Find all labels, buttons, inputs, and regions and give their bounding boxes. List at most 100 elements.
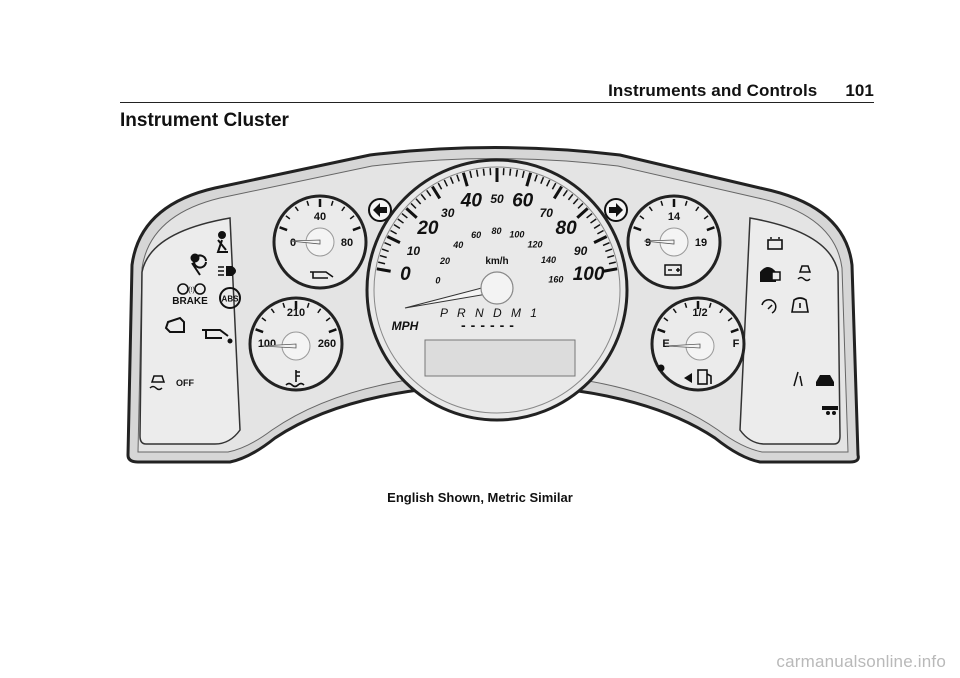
headlamp-icon — [218, 266, 236, 276]
gauge-tick — [663, 317, 669, 322]
oil-can-icon — [202, 329, 233, 344]
running-header: Instruments and Controls 101 — [120, 80, 874, 103]
abs-warning-icon: ABS — [219, 287, 241, 309]
mph-tick-label: 90 — [574, 244, 588, 258]
gauge-tick — [633, 226, 642, 232]
trailer-icon — [822, 406, 838, 415]
speedometer-minor-tick — [469, 170, 473, 179]
speedometer-minor-tick — [540, 176, 545, 184]
speedometer-major-tick — [576, 207, 589, 219]
gauge-tick — [639, 215, 645, 220]
gauge-tick — [279, 226, 288, 232]
oil-pressure-icon — [310, 271, 334, 279]
gear-dash-indicator: ------ — [461, 317, 519, 333]
speedometer-major-tick — [552, 185, 563, 200]
speedometer-minor-tick — [605, 248, 613, 253]
tire-pressure-icon — [791, 297, 809, 313]
mph-tick-label: 70 — [540, 206, 554, 220]
gauge-tick — [648, 206, 653, 212]
kmh-tick-label: 140 — [541, 255, 556, 265]
lane-departure-icon — [793, 371, 803, 387]
gauge-tick — [672, 308, 677, 314]
kmh-tick-label: 60 — [471, 230, 481, 240]
speedometer-minor-tick — [515, 169, 519, 177]
gauge-tick — [730, 328, 739, 334]
speedometer-minor-tick — [562, 189, 568, 197]
fuel-door-arrow-icon — [684, 373, 692, 383]
speedometer-major-tick — [405, 207, 418, 219]
page-number: 101 — [845, 81, 874, 100]
speedometer-major-tick — [603, 267, 618, 273]
gauge-tick — [261, 317, 267, 322]
gauge-tick — [294, 206, 299, 212]
speedometer-minor-tick — [567, 193, 574, 201]
gauge-tick — [282, 302, 286, 308]
fuel-gauge: E 1/2 F — [650, 296, 746, 392]
gauge-tick — [684, 302, 688, 308]
speedometer-minor-tick — [426, 189, 432, 197]
kmh-tick-label: 100 — [509, 229, 524, 239]
gauge-tick — [352, 226, 361, 232]
stabilitrak-icon — [797, 265, 812, 282]
speedometer-minor-tick — [546, 179, 551, 187]
check-engine-icon — [164, 316, 185, 333]
mph-tick-label: 0 — [400, 264, 411, 285]
speedometer-minor-tick — [586, 212, 593, 219]
mph-tick-label: 30 — [441, 206, 455, 220]
speedometer-minor-tick — [482, 168, 485, 176]
section-title: Instruments and Controls — [608, 81, 818, 100]
traction-off-label: OFF — [176, 378, 194, 388]
fuel-gauge-needle — [665, 343, 701, 349]
gauge-tick — [695, 206, 700, 212]
speedometer-minor-tick — [572, 198, 579, 205]
speedometer-minor-tick — [593, 223, 601, 230]
seatbelt-icon — [216, 231, 228, 253]
odometer-display — [424, 339, 576, 377]
speedometer-major-tick — [593, 235, 608, 245]
gauge-tick — [255, 328, 264, 334]
kmh-tick-label: 160 — [548, 275, 563, 285]
left-turn-signal-icon — [368, 198, 392, 222]
kmh-unit: km/h — [485, 256, 508, 267]
gauge-tick — [325, 317, 331, 322]
gauge-tick — [317, 308, 322, 314]
speedometer-minor-tick — [597, 229, 604, 235]
figure-caption: English Shown, Metric Similar — [387, 490, 573, 505]
vehicle-ahead-icon — [816, 375, 834, 386]
mph-unit: MPH — [392, 319, 419, 333]
speedometer-minor-tick — [381, 248, 389, 253]
kmh-tick-label: 20 — [439, 256, 450, 266]
gauge-tick — [657, 328, 666, 334]
security-lock-icon — [760, 267, 781, 282]
speedometer-ticks — [376, 168, 618, 273]
speedometer-minor-tick — [475, 169, 479, 177]
page-title: Instrument Cluster — [120, 110, 289, 131]
speedometer-minor-tick — [437, 182, 443, 190]
mph-tick-label: 60 — [512, 191, 534, 212]
svg-text:(!): (!) — [188, 287, 195, 294]
mph-tick-label: 20 — [416, 218, 439, 239]
speedometer-minor-tick — [393, 223, 401, 230]
speedometer-major-tick — [386, 235, 401, 245]
prndm-indicator: P R N D M 1 — [440, 306, 540, 320]
kmh-tick-label: 120 — [527, 240, 542, 250]
speedometer-minor-tick — [607, 254, 615, 259]
speedometer-minor-tick — [415, 198, 422, 205]
battery-icon — [767, 237, 783, 250]
kmh-tick-label: 40 — [452, 240, 463, 250]
fuel-gauge-label-half: 1/2 — [692, 307, 707, 319]
speedometer-minor-tick — [551, 182, 557, 190]
oil-pressure-gauge: 0 40 80 — [272, 194, 368, 290]
speedometer-major-tick — [461, 172, 469, 187]
gauge-tick — [285, 215, 291, 220]
gauge-tick — [341, 206, 346, 212]
gauge-tick — [270, 308, 275, 314]
oil-gauge-label-80: 80 — [341, 237, 353, 249]
volt-gauge-label-9: 9 — [645, 237, 651, 249]
temp-gauge-label-210: 210 — [287, 307, 305, 319]
mph-tick-label: 100 — [573, 264, 605, 285]
gauge-tick — [719, 308, 724, 314]
speedometer-minor-tick — [379, 254, 387, 259]
